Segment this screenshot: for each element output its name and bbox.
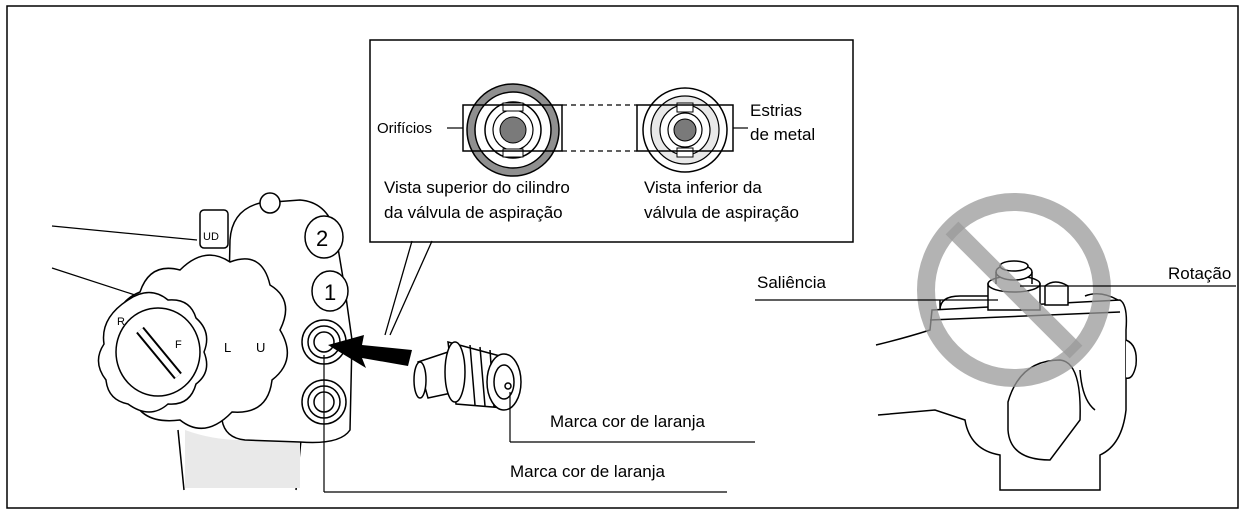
inset-panel: Orifícios Estrias de metal Vista superio… — [369, 39, 854, 336]
knob-mark-l: L — [224, 340, 231, 355]
control-section-drawing: 2 1 UD R F L U — [51, 192, 353, 491]
button-2-mark: 2 — [316, 226, 328, 251]
holes-label: Orifícios — [377, 120, 432, 137]
bottom-view-caption-line1: Vista inferior da — [644, 178, 762, 197]
top-view-caption-line2: da válvula de aspiração — [384, 203, 563, 222]
prohibited-view: Saliência Rotação — [755, 193, 1236, 491]
inset-frame — [369, 39, 854, 243]
prohibited-sign-icon — [917, 193, 1111, 387]
protrusion-label: Saliência — [757, 273, 827, 292]
knob-mark-u: U — [256, 340, 265, 355]
metal-grooves-label-line2: de metal — [750, 125, 815, 144]
top-view-caption-line1: Vista superior do cilindro — [384, 178, 570, 197]
button-1-mark: 1 — [324, 280, 336, 305]
ud-lock-lever[interactable] — [199, 209, 229, 249]
suction-valve — [413, 340, 522, 411]
cylinder-top-view — [466, 83, 560, 177]
knob-mark-r: R — [117, 316, 125, 328]
valve-bottom-view — [642, 87, 728, 173]
bottom-view-caption-line2: válvula de aspiração — [644, 203, 799, 222]
rotation-label: Rotação — [1168, 264, 1231, 283]
ud-lock-mark: UD — [203, 231, 219, 243]
insertion-arrow-icon — [328, 335, 412, 368]
knob-mark-f: F — [175, 339, 182, 351]
orange-mark-valve-label: Marca cor de laranja — [550, 412, 706, 431]
orange-mark-cylinder-label: Marca cor de laranja — [510, 462, 666, 481]
figure-frame — [6, 5, 1239, 509]
metal-grooves-label-line1: Estrias — [750, 101, 802, 120]
